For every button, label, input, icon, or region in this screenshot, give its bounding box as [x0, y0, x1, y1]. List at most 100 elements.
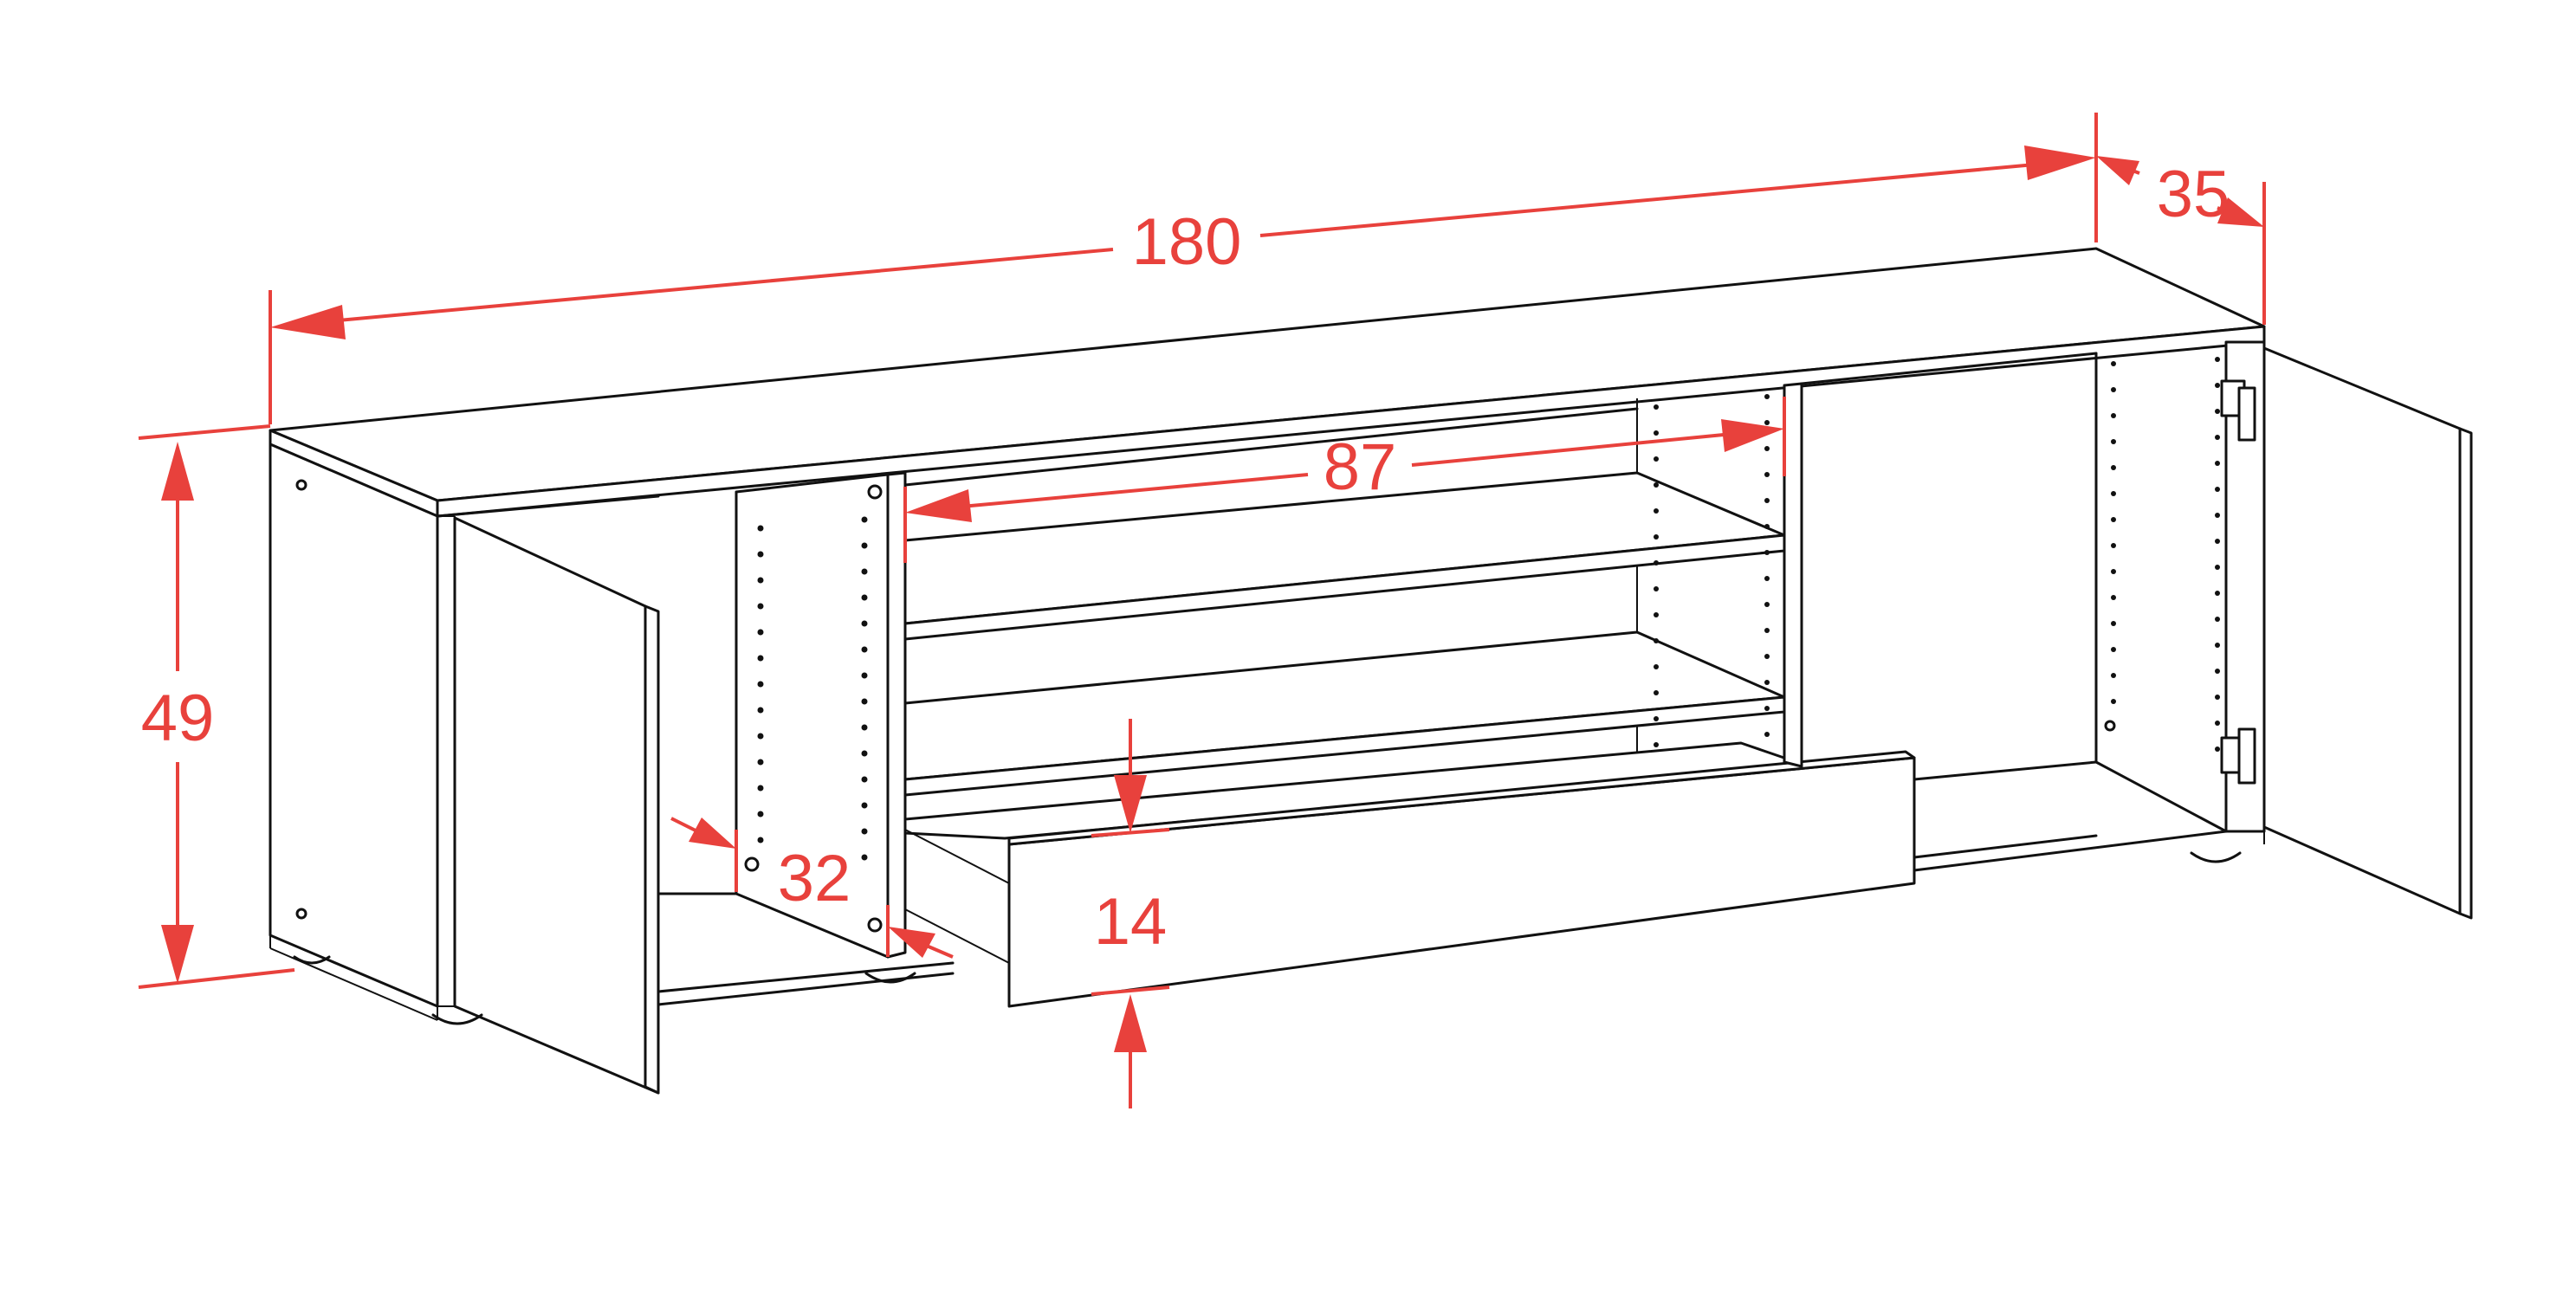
shelf-pin-hole — [757, 759, 764, 766]
shelf-pin-hole — [2111, 647, 2116, 652]
shelf-pin-hole — [2215, 565, 2220, 570]
top-panel — [269, 247, 2266, 502]
shelf-pin-hole — [757, 707, 764, 714]
shelf-pin-hole — [757, 551, 764, 558]
sideboard-drawing — [269, 247, 2473, 1095]
shelf-pin-hole — [2215, 721, 2220, 726]
inner-width-dimension-label: 87 — [1324, 430, 1397, 504]
shelf-pin-hole — [2111, 413, 2116, 418]
shelf-pin-hole — [757, 603, 764, 610]
shelf-pin-hole — [1654, 664, 1659, 669]
shelf-pin-hole — [861, 568, 868, 575]
shelf-pin-hole — [2215, 539, 2220, 544]
shelf-pin-hole — [757, 525, 764, 532]
shelf-pin-hole — [2111, 387, 2116, 392]
shelf-pin-hole — [1764, 654, 1770, 659]
depth-dimension: 35 — [2096, 156, 2266, 325]
shelf-pin-hole — [1654, 716, 1659, 721]
shelf-pin-hole — [2111, 543, 2116, 548]
drawer-height-dimension-label: 14 — [1094, 885, 1168, 959]
shelf-pin-hole — [757, 655, 764, 662]
shelf-pin-hole — [2111, 439, 2116, 444]
shelf-pin-hole — [1764, 524, 1770, 529]
shelf-pin-hole — [861, 802, 868, 809]
shelf-pin-hole — [2111, 673, 2116, 678]
foot-center — [864, 972, 916, 984]
drawer-height-dimension: 14 — [1091, 719, 1170, 1108]
shelf-pin-hole — [1654, 690, 1659, 695]
shelf-pin-hole — [2215, 435, 2220, 440]
shelf-pin-hole — [2215, 409, 2220, 414]
right-divider-panel — [1783, 382, 1803, 768]
shelf-pin-hole — [1654, 560, 1659, 565]
shelf-pin-hole — [1764, 498, 1770, 503]
shelf-pin-hole — [2215, 643, 2220, 648]
shelf-pin-hole — [861, 516, 868, 523]
shelf-pin-hole — [1764, 420, 1770, 425]
shelf-pin-hole — [2215, 695, 2220, 700]
shelf-pin-hole — [861, 724, 868, 731]
shelf-pin-hole — [1764, 446, 1770, 451]
shelf-pin-hole — [1764, 732, 1770, 737]
width-dimension-label: 180 — [1132, 205, 1242, 279]
shelf-pin-hole — [861, 776, 868, 783]
shelf-pin-hole — [2111, 569, 2116, 574]
left-door — [453, 516, 660, 1095]
height-dimension-label: 49 — [141, 682, 215, 755]
shelf-pin-hole — [1654, 638, 1659, 643]
foot-right — [2190, 851, 2242, 863]
shelf-pin-hole — [1764, 394, 1770, 399]
shelf-pin-hole — [861, 854, 868, 861]
shelf-pin-hole — [1764, 472, 1770, 477]
shelf-pin-hole — [2215, 746, 2220, 752]
shelf-pin-hole — [2111, 491, 2116, 496]
shelf-pin-hole — [861, 750, 868, 757]
shelf-pin-hole — [861, 646, 868, 653]
shelf-pin-hole — [2111, 517, 2116, 522]
left-side-panel — [269, 443, 439, 1008]
shelf-pin-hole — [1654, 430, 1659, 436]
shelf-pin-hole — [1764, 602, 1770, 607]
shelf-pin-hole — [1654, 742, 1659, 747]
shelf-pin-hole — [861, 698, 868, 705]
shelf-pin-hole — [861, 828, 868, 835]
width-dimension: 180 — [269, 113, 2098, 424]
right-door — [2262, 346, 2462, 915]
shelf-pin-hole — [2215, 461, 2220, 466]
inner-depth-dimension-label: 32 — [778, 842, 851, 915]
foot-left-rear — [293, 955, 331, 965]
shelf-pin-hole — [757, 837, 764, 843]
depth-dimension-label: 35 — [2157, 158, 2230, 231]
shelf-pin-hole — [2215, 617, 2220, 622]
shelf-pin-hole — [1764, 576, 1770, 581]
shelf-pin-hole — [861, 672, 868, 679]
shelf-pin-hole — [2111, 699, 2116, 704]
shelf-pin-hole — [2215, 383, 2220, 388]
shelf-pin-hole — [1764, 706, 1770, 711]
shelf-pin-hole — [757, 629, 764, 636]
shelf-pin-hole — [2111, 465, 2116, 470]
shelf-pin-hole — [2111, 621, 2116, 626]
shelf-pin-hole — [1654, 508, 1659, 514]
height-dimension: 49 — [138, 424, 295, 989]
shelf-pin-hole — [1764, 680, 1770, 685]
shelf-pin-hole — [757, 811, 764, 818]
shelf-pin-hole — [757, 785, 764, 792]
shelf-pin-hole — [1654, 482, 1659, 488]
shelf-pin-hole — [757, 681, 764, 688]
inner-depth-dimension: 32 — [670, 817, 954, 959]
shelf-pin-hole — [2215, 591, 2220, 596]
shelf-pin-hole — [1654, 404, 1659, 410]
shelf-pin-hole — [861, 594, 868, 601]
shelf-pin-hole — [861, 620, 868, 627]
shelf-pin-hole — [1654, 586, 1659, 591]
shelf-pin-hole — [1654, 534, 1659, 540]
shelf-pin-hole — [1764, 550, 1770, 555]
shelf-pin-hole — [2111, 595, 2116, 600]
shelf-pin-hole — [861, 542, 868, 549]
shelf-pin-hole — [1654, 612, 1659, 617]
dimension-annotations: 180 35 49 87 — [138, 113, 2266, 1108]
shelf-pin-hole — [2215, 669, 2220, 674]
shelf-pin-hole — [2215, 487, 2220, 492]
shelf-pin-hole — [757, 577, 764, 584]
